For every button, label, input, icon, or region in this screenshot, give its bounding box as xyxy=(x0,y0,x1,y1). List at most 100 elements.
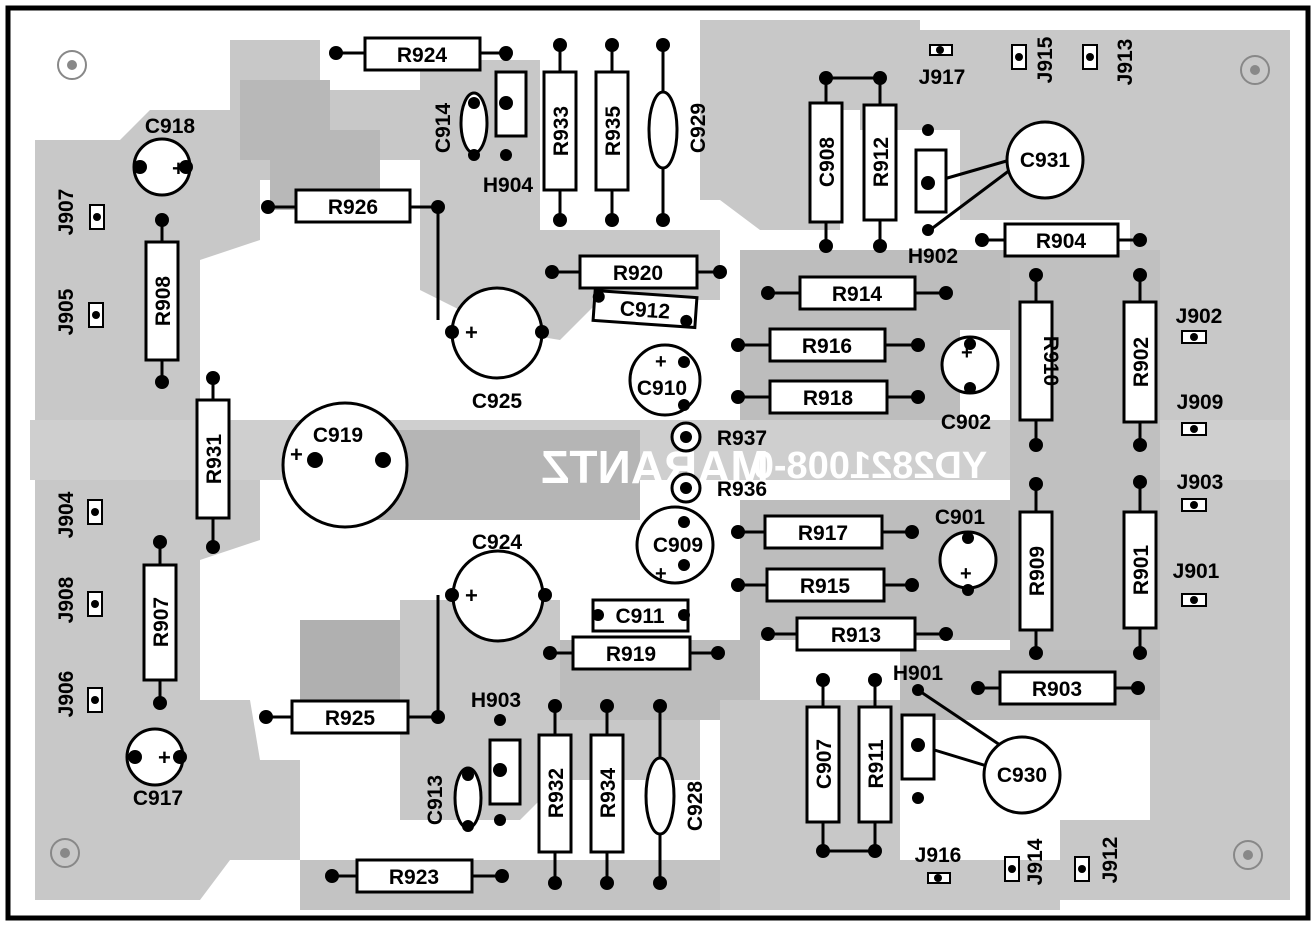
capacitor-c912[interactable]: C912 xyxy=(591,288,699,330)
capacitor-c917[interactable]: + C917 xyxy=(125,727,187,810)
label-h901: H901 xyxy=(893,662,944,685)
capacitor-c930[interactable]: C930 xyxy=(982,735,1062,815)
resistor-r925[interactable]: R925 xyxy=(259,699,445,735)
mount-hole-icon xyxy=(50,838,80,868)
jumper-j913[interactable]: J913 xyxy=(1082,39,1137,86)
jumper-j908[interactable]: J908 xyxy=(55,576,103,623)
label-j902: J902 xyxy=(1176,305,1223,328)
label-r932: R932 xyxy=(545,768,568,818)
resistor-r920[interactable]: R920 xyxy=(545,254,727,290)
jumper-j903[interactable]: J903 xyxy=(1177,471,1224,512)
resistor-r924[interactable]: R924 xyxy=(329,36,513,72)
resistor-r915[interactable]: R915 xyxy=(731,567,919,603)
label-j905: J905 xyxy=(55,288,78,335)
resistor-r911[interactable]: R911 xyxy=(857,673,893,858)
label-c911: C911 xyxy=(615,605,664,628)
jumper-j902[interactable]: J902 xyxy=(1176,305,1223,344)
round-capacitors: + C918 + C917 + C919 + C925 + C924 xyxy=(125,115,1085,815)
jumper-j904[interactable]: J904 xyxy=(55,491,103,538)
capacitor-c919[interactable]: + C919 xyxy=(281,401,409,529)
resistor-r904[interactable]: R904 xyxy=(975,222,1147,258)
resistor-r918[interactable]: R918 xyxy=(731,379,925,415)
label-r901: R901 xyxy=(1130,545,1153,596)
label-r909: R909 xyxy=(1026,546,1049,596)
plus-icon: + xyxy=(465,583,478,608)
jumper-j909[interactable]: J909 xyxy=(1177,391,1224,436)
jumper-j916[interactable]: J916 xyxy=(915,844,962,884)
jumper-j915[interactable]: J915 xyxy=(1011,36,1057,83)
plus-icon: + xyxy=(290,442,303,467)
resistor-r901[interactable]: R901 xyxy=(1122,475,1158,660)
capacitor-c909[interactable]: + C909 xyxy=(635,505,715,585)
resistor-r910[interactable]: R910 xyxy=(1018,268,1062,452)
jumper-j907[interactable]: J907 xyxy=(55,189,105,236)
capacitor-c907[interactable]: C907 xyxy=(805,673,841,858)
resistor-r933[interactable]: R933 xyxy=(542,38,578,227)
resistor-r932[interactable]: R932 xyxy=(537,699,573,890)
pad-r937[interactable]: R937 xyxy=(670,421,767,453)
label-c928: C928 xyxy=(684,781,707,832)
resistor-r902[interactable]: R902 xyxy=(1122,268,1158,452)
label-r920: R920 xyxy=(613,262,663,285)
resistor-r914[interactable]: R914 xyxy=(761,275,953,311)
label-c914: C914 xyxy=(432,103,455,154)
jumper-j912[interactable]: J912 xyxy=(1074,837,1122,884)
capacitor-c925[interactable]: + C925 xyxy=(445,286,549,413)
resistor-r907[interactable]: R907 xyxy=(142,535,178,710)
jumper-j905[interactable]: J905 xyxy=(55,288,104,335)
label-r931: R931 xyxy=(203,434,226,485)
jumpers: J917 J915 J913 J916 J914 J912 J907 J905 … xyxy=(55,36,1223,885)
label-j907: J907 xyxy=(55,189,78,236)
resistor-r913[interactable]: R913 xyxy=(761,616,953,652)
label-j904: J904 xyxy=(55,491,78,538)
label-r923: R923 xyxy=(389,866,439,889)
pad-r936[interactable]: R936 xyxy=(670,472,767,504)
resistors-vertical: R933 R935 C908 R912 R908 xyxy=(142,38,1158,890)
trimmer-pads: R937 R936 xyxy=(670,421,767,504)
resistor-r912[interactable]: R912 xyxy=(862,71,898,253)
resistor-r916[interactable]: R916 xyxy=(731,327,925,363)
label-j915: J915 xyxy=(1034,36,1057,83)
label-c912: C912 xyxy=(619,297,671,323)
plus-icon: + xyxy=(961,342,973,364)
capacitor-c928[interactable]: C928 xyxy=(644,699,707,890)
resistor-r917[interactable]: R917 xyxy=(731,514,919,550)
jumper-j917[interactable]: J917 xyxy=(919,44,966,89)
label-c909: C909 xyxy=(653,534,703,557)
plus-icon: + xyxy=(172,156,185,181)
resistor-r909[interactable]: R909 xyxy=(1018,477,1054,660)
heatsink-h903[interactable]: H903 xyxy=(471,689,522,826)
capacitor-c924[interactable]: + C924 xyxy=(445,531,552,643)
jumper-j901[interactable]: J901 xyxy=(1173,560,1220,607)
heatsink-h904[interactable]: H904 xyxy=(483,49,534,197)
label-h904: H904 xyxy=(483,174,534,197)
heatsink-h902[interactable]: H902 xyxy=(908,124,958,268)
resistor-r903[interactable]: R903 xyxy=(971,670,1145,706)
capacitor-c902[interactable]: + C902 xyxy=(940,335,1000,434)
capacitor-c931[interactable]: C931 xyxy=(1005,120,1085,200)
resistor-r923[interactable]: R923 xyxy=(325,858,509,894)
resistor-r934[interactable]: R934 xyxy=(589,699,625,890)
resistor-r931[interactable]: R931 xyxy=(195,371,231,554)
label-c919: C919 xyxy=(313,424,363,447)
label-j913: J913 xyxy=(1114,39,1137,86)
capacitor-c901[interactable]: + C901 xyxy=(935,506,998,596)
jumper-j906[interactable]: J906 xyxy=(55,671,103,718)
capacitor-c918[interactable]: + C918 xyxy=(132,115,195,197)
capacitor-c911[interactable]: C911 xyxy=(591,598,690,633)
capacitor-c913[interactable]: C913 xyxy=(424,766,483,832)
mounting-holes xyxy=(50,50,1270,870)
heatsink-h901[interactable]: H901 xyxy=(893,662,944,804)
capacitor-c910[interactable]: + C910 xyxy=(628,343,702,417)
label-r911: R911 xyxy=(865,739,888,788)
label-r934: R934 xyxy=(597,768,620,819)
resistor-r935[interactable]: R935 xyxy=(594,38,630,227)
capacitor-c929[interactable]: C929 xyxy=(647,38,710,227)
resistor-r926[interactable]: R926 xyxy=(261,188,445,224)
resistor-r908[interactable]: R908 xyxy=(144,213,180,389)
capacitor-c914[interactable]: C914 xyxy=(432,91,489,161)
jumper-j914[interactable]: J914 xyxy=(1004,838,1047,885)
capacitor-c908[interactable]: C908 xyxy=(808,71,844,253)
resistor-r919[interactable]: R919 xyxy=(543,635,725,671)
